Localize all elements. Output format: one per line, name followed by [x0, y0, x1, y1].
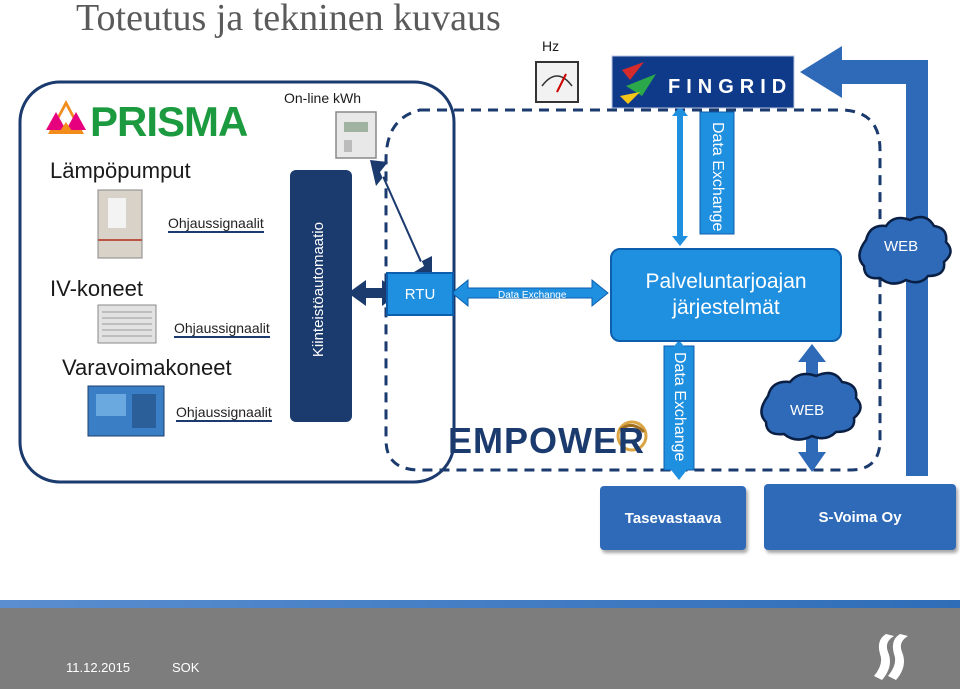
heat-pumps-label: Lämpöpumput: [50, 158, 191, 183]
s-voima-label: S-Voima Oy: [818, 508, 902, 526]
footer-org: SOK: [172, 660, 200, 675]
data-exchange-horizontal-label: Data Exchange: [498, 290, 567, 301]
service-tase-arrow: [663, 340, 695, 480]
online-kwh-label: On-line kWh: [284, 90, 362, 106]
rtu-service-arrow: [451, 278, 609, 308]
kwh-meter-image: [335, 111, 377, 159]
data-exchange-top-label: Data Exchange: [709, 122, 726, 232]
control-signal-label-2: Ohjaussignaalit: [174, 320, 270, 338]
service-provider-label-1: Palveluntarjoajan: [645, 270, 807, 293]
hz-meter-image: [535, 61, 579, 103]
site-frame: [18, 80, 456, 484]
fingrid-logo-box: [611, 55, 795, 109]
control-signal-label-3: Ohjaussignaalit: [176, 404, 272, 422]
empower-frame: [384, 108, 882, 472]
empower-logo: EMPOWER: [448, 420, 646, 461]
footer-accent-line: [0, 600, 960, 608]
tasevastaava-box: Tasevastaava: [600, 486, 746, 550]
empower-logo-mark: [616, 420, 648, 452]
backup-power-label: Varavoimakoneet: [62, 355, 232, 380]
prisma-logo-mark: [46, 100, 86, 134]
footer-band: [0, 600, 960, 689]
heat-pump-image: [97, 189, 143, 259]
rtu-label: RTU: [404, 285, 436, 303]
footer-date: 11.12.2015: [66, 660, 131, 675]
data-exchange-bottom-label: Data Exchange: [671, 352, 688, 462]
building-automation-label: Kiinteistöautomaatio: [310, 222, 327, 358]
tasevastaava-label: Tasevastaava: [624, 509, 722, 527]
hz-label: Hz: [542, 38, 560, 54]
prisma-logo: PRISMA: [90, 98, 248, 145]
service-provider-box: Palveluntarjoajan järjestelmät: [610, 248, 842, 342]
web-cloud-bottom: [760, 371, 862, 441]
service-provider-label-2: järjestelmät: [672, 296, 780, 319]
control-signal-label-1: Ohjaussignaalit: [168, 215, 264, 233]
ventilation-label: IV-koneet: [50, 276, 143, 301]
fingrid-service-arrow: [672, 106, 735, 246]
ac-unit-image: [97, 304, 157, 344]
generator-image: [87, 385, 165, 437]
svoima-fingrid-arrow: [800, 46, 928, 476]
fingrid-logo: FINGRID: [668, 76, 793, 98]
web-bottom-label: WEB: [790, 402, 825, 419]
web-cloud-right: [858, 215, 952, 285]
meter-rtu-arrow: [370, 160, 432, 280]
web-right-label: WEB: [884, 238, 919, 255]
page-title: Toteutus ja tekninen kuvaus: [76, 0, 501, 39]
rtu-box: RTU: [386, 272, 454, 316]
s-voima-box: S-Voima Oy: [764, 484, 956, 550]
automation-bar: [290, 170, 352, 422]
